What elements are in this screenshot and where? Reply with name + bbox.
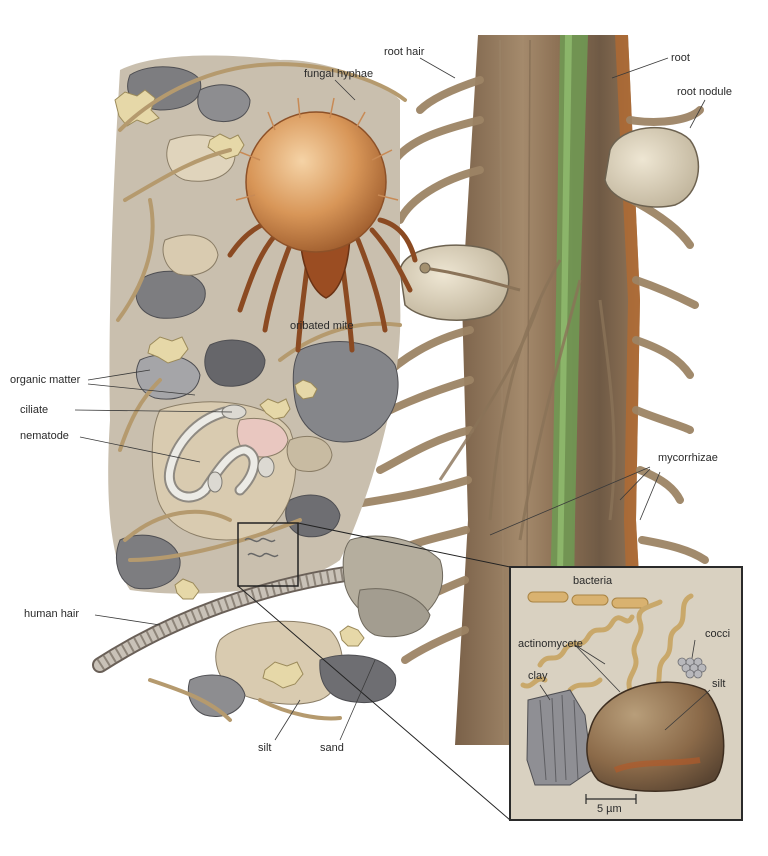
- inset-label-silt: silt: [712, 678, 726, 690]
- label-root: root: [671, 52, 690, 64]
- label-sand: sand: [320, 742, 344, 754]
- lower-particles: [148, 535, 444, 722]
- oribated-mite: [227, 97, 418, 353]
- label-nematode: nematode: [20, 430, 69, 442]
- label-mycorrhizae: mycorrhizae: [658, 452, 718, 464]
- label-root-hair: root hair: [384, 46, 425, 58]
- root-nodule-lower: [399, 244, 521, 321]
- inset-panel: [509, 566, 743, 821]
- inset-label-actinomycete: actinomycete: [518, 638, 583, 650]
- zoom-box: [237, 522, 511, 821]
- inset-scale-label: 5 µm: [597, 803, 622, 815]
- label-fungal-hyphae: fungal hyphae: [304, 68, 374, 80]
- actinomycete-filaments: [520, 593, 694, 693]
- label-root-nodule: root nodule: [677, 86, 733, 98]
- inset-label-clay: clay: [528, 670, 548, 682]
- scale-bar: [585, 794, 637, 804]
- silt-particle: [586, 681, 725, 792]
- bacteria-rods: [527, 591, 649, 609]
- inset-label-cocci: cocci: [705, 628, 731, 640]
- label-organic-matter: organic matter: [10, 374, 81, 386]
- label-silt: silt: [258, 742, 272, 754]
- nematode: [163, 406, 260, 503]
- cocci-cluster: [677, 657, 707, 679]
- human-hair: [92, 564, 368, 673]
- label-oribated-mite: oribated mite: [290, 320, 354, 332]
- ciliate: [207, 404, 275, 493]
- leader-lines: [74, 57, 711, 741]
- root-nodule-upper: [604, 127, 700, 208]
- label-ciliate: ciliate: [20, 404, 49, 416]
- clay-particle: [526, 689, 593, 786]
- inset-label-bacteria: bacteria: [573, 575, 613, 587]
- label-human-hair: human hair: [24, 608, 80, 620]
